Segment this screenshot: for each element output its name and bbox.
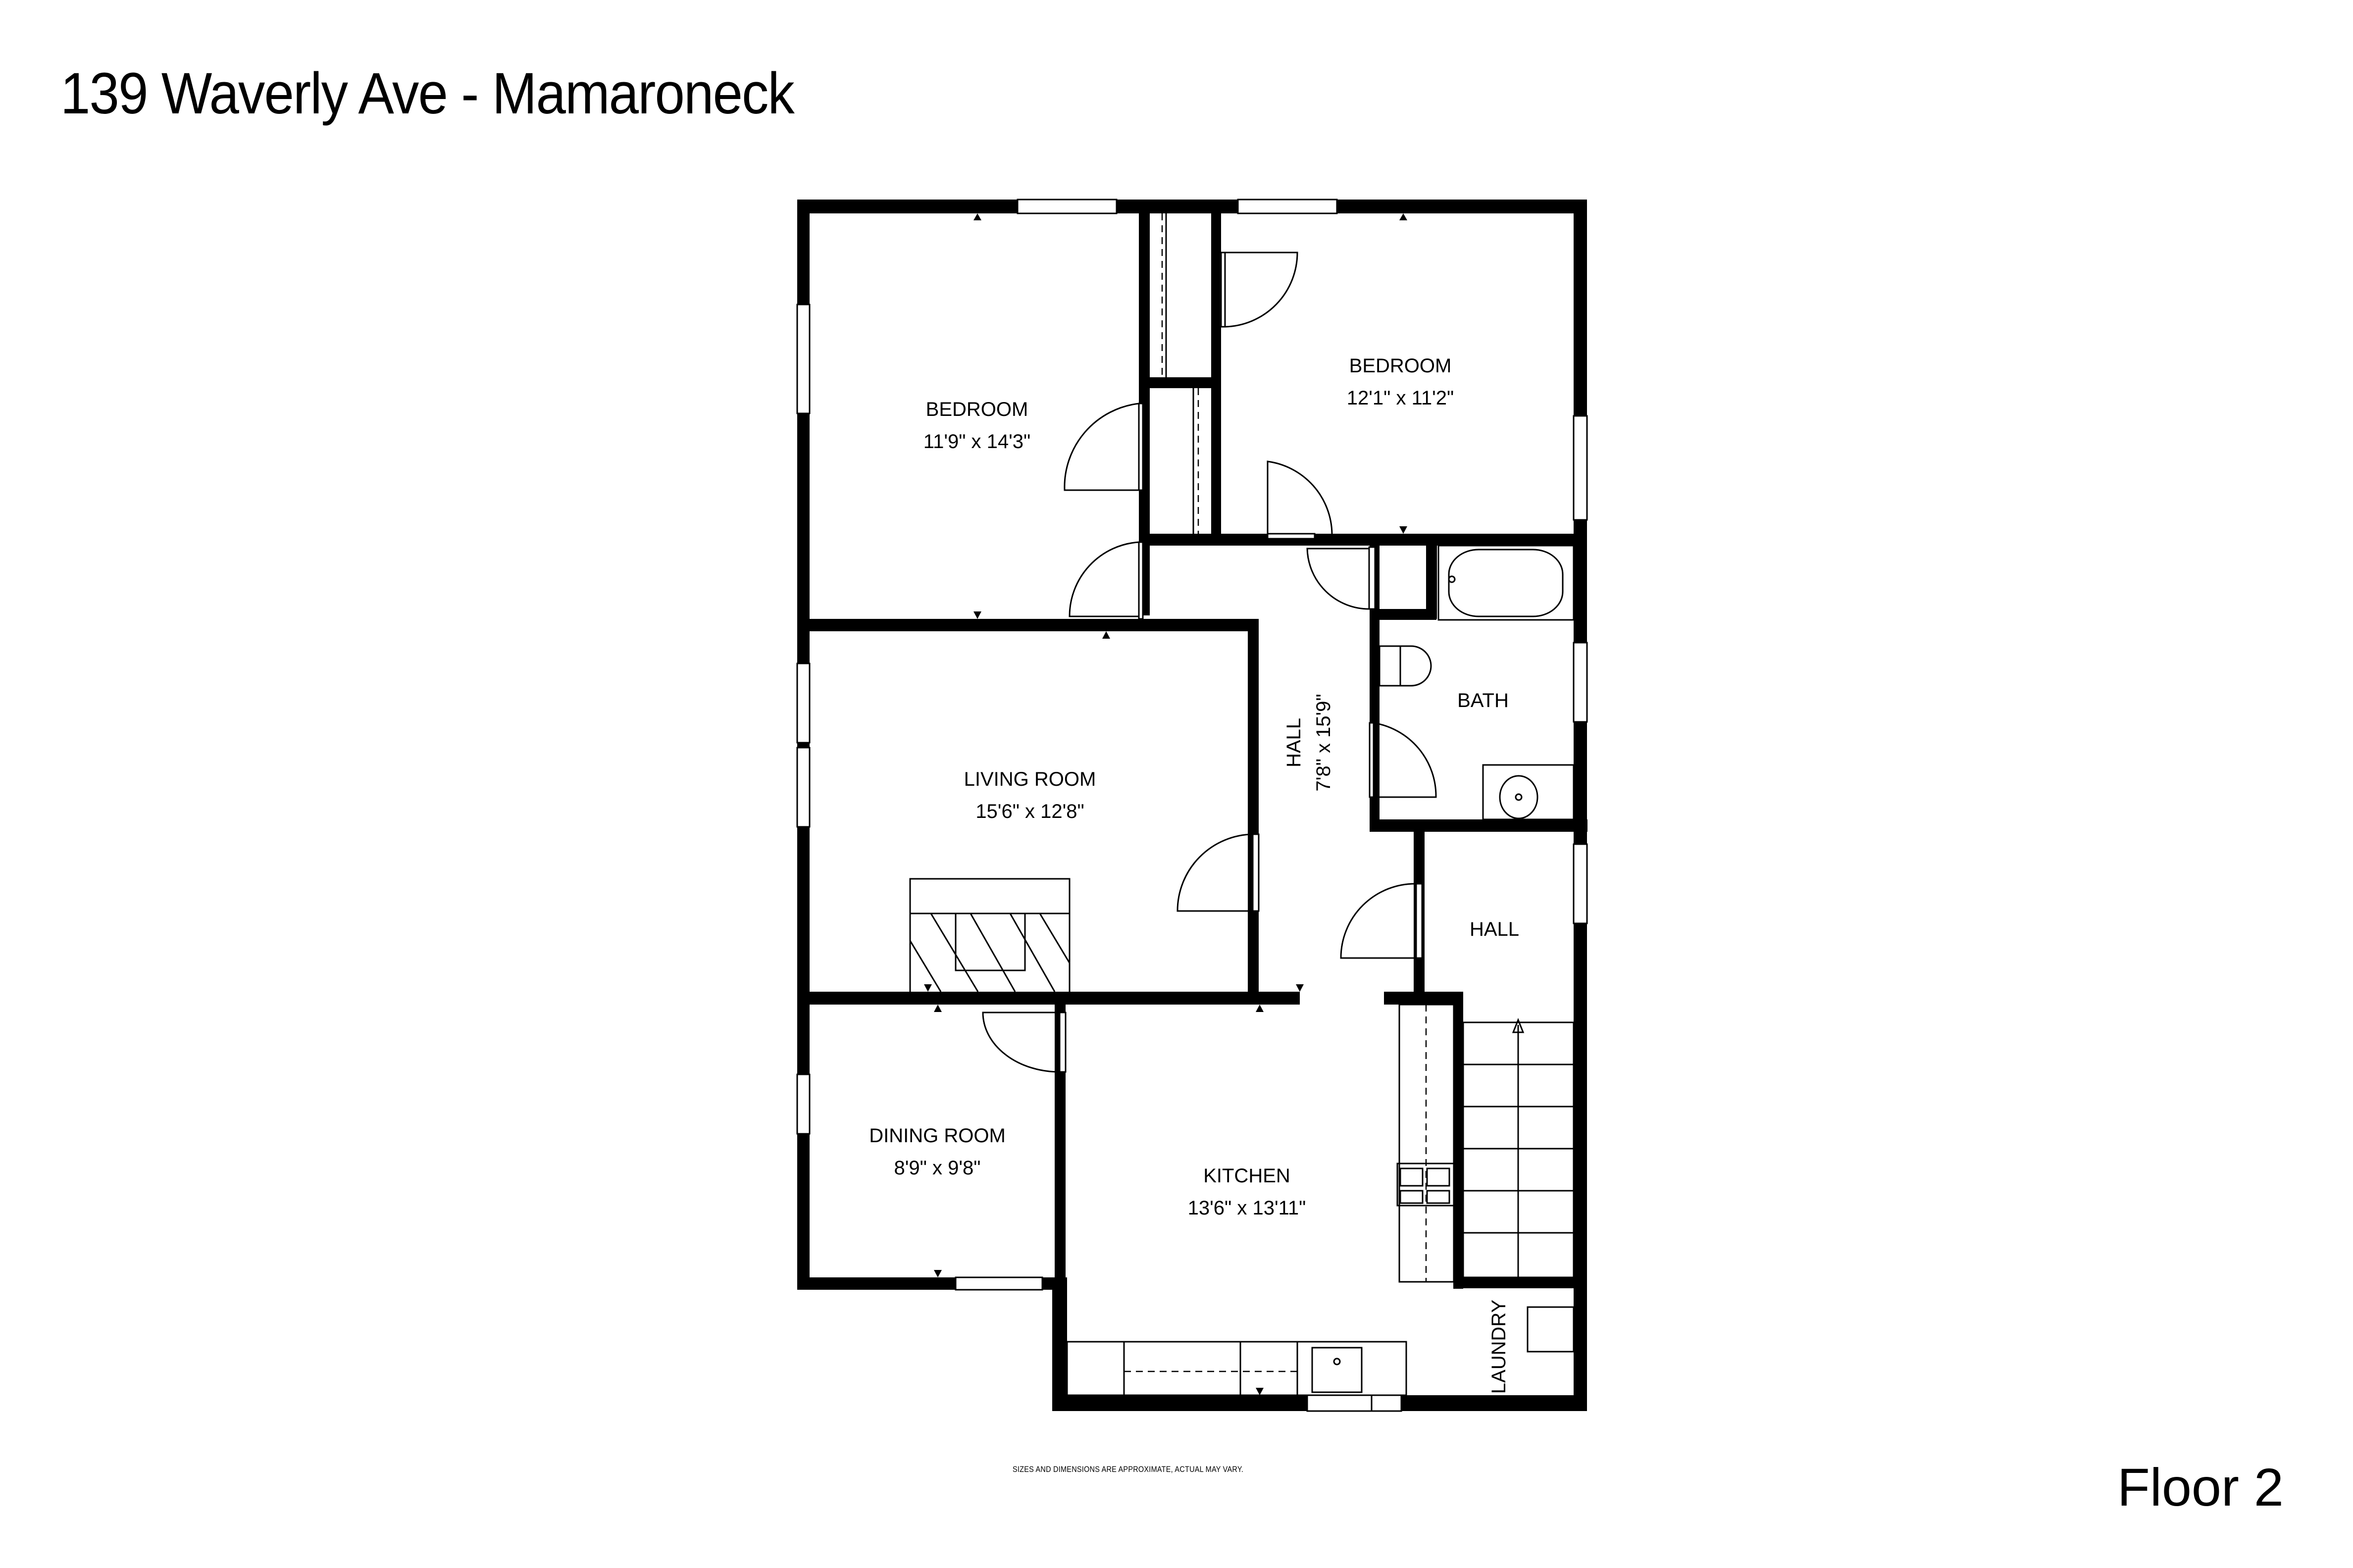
- washer: [1527, 1306, 1575, 1353]
- bath-fixtures: [1379, 545, 1575, 820]
- room-label-kitchen: KITCHEN: [1203, 1165, 1290, 1187]
- interior-walls: [797, 200, 1587, 1289]
- room-dims-bedroom-2: 12'1" x 11'2": [1347, 387, 1454, 409]
- floor-label: Floor 2: [2117, 1457, 2284, 1517]
- room-label-living-room: LIVING ROOM: [964, 768, 1096, 790]
- stairs: [1462, 1017, 1575, 1278]
- doors: [982, 252, 1437, 1073]
- dimension-markers: [924, 213, 1407, 1395]
- room-dims-kitchen: 13'6" x 13'11": [1188, 1197, 1306, 1219]
- page-title: 139 Waverly Ave - Mamaroneck: [60, 61, 795, 126]
- room-label-hall-main: HALL: [1283, 718, 1305, 767]
- closet-rods: [1161, 213, 1199, 534]
- room-label-dining-room: DINING ROOM: [869, 1125, 1006, 1147]
- room-label-bedroom-2: BEDROOM: [1349, 355, 1452, 377]
- fireplace: [909, 878, 1071, 994]
- room-labels: BEDROOM 11'9" x 14'3" BEDROOM 12'1" x 11…: [869, 355, 1519, 1394]
- room-label-laundry: LAUNDRY: [1488, 1300, 1510, 1394]
- room-dims-bedroom-1: 11'9" x 14'3": [923, 431, 1030, 453]
- room-dims-dining-room: 8'9" x 9'8": [894, 1157, 981, 1179]
- kitchen-fixtures: [1066, 1004, 1455, 1396]
- disclaimer-text: SIZES AND DIMENSIONS ARE APPROXIMATE, AC…: [1013, 1465, 1244, 1474]
- room-label-bedroom-1: BEDROOM: [926, 399, 1028, 420]
- room-dims-hall-main: 7'8" x 15'9": [1313, 694, 1334, 791]
- room-label-hall-stair: HALL: [1470, 918, 1519, 940]
- exterior-walls: [797, 200, 1587, 1411]
- room-label-bath: BATH: [1457, 690, 1509, 711]
- room-dims-living-room: 15'6" x 12'8": [975, 801, 1084, 822]
